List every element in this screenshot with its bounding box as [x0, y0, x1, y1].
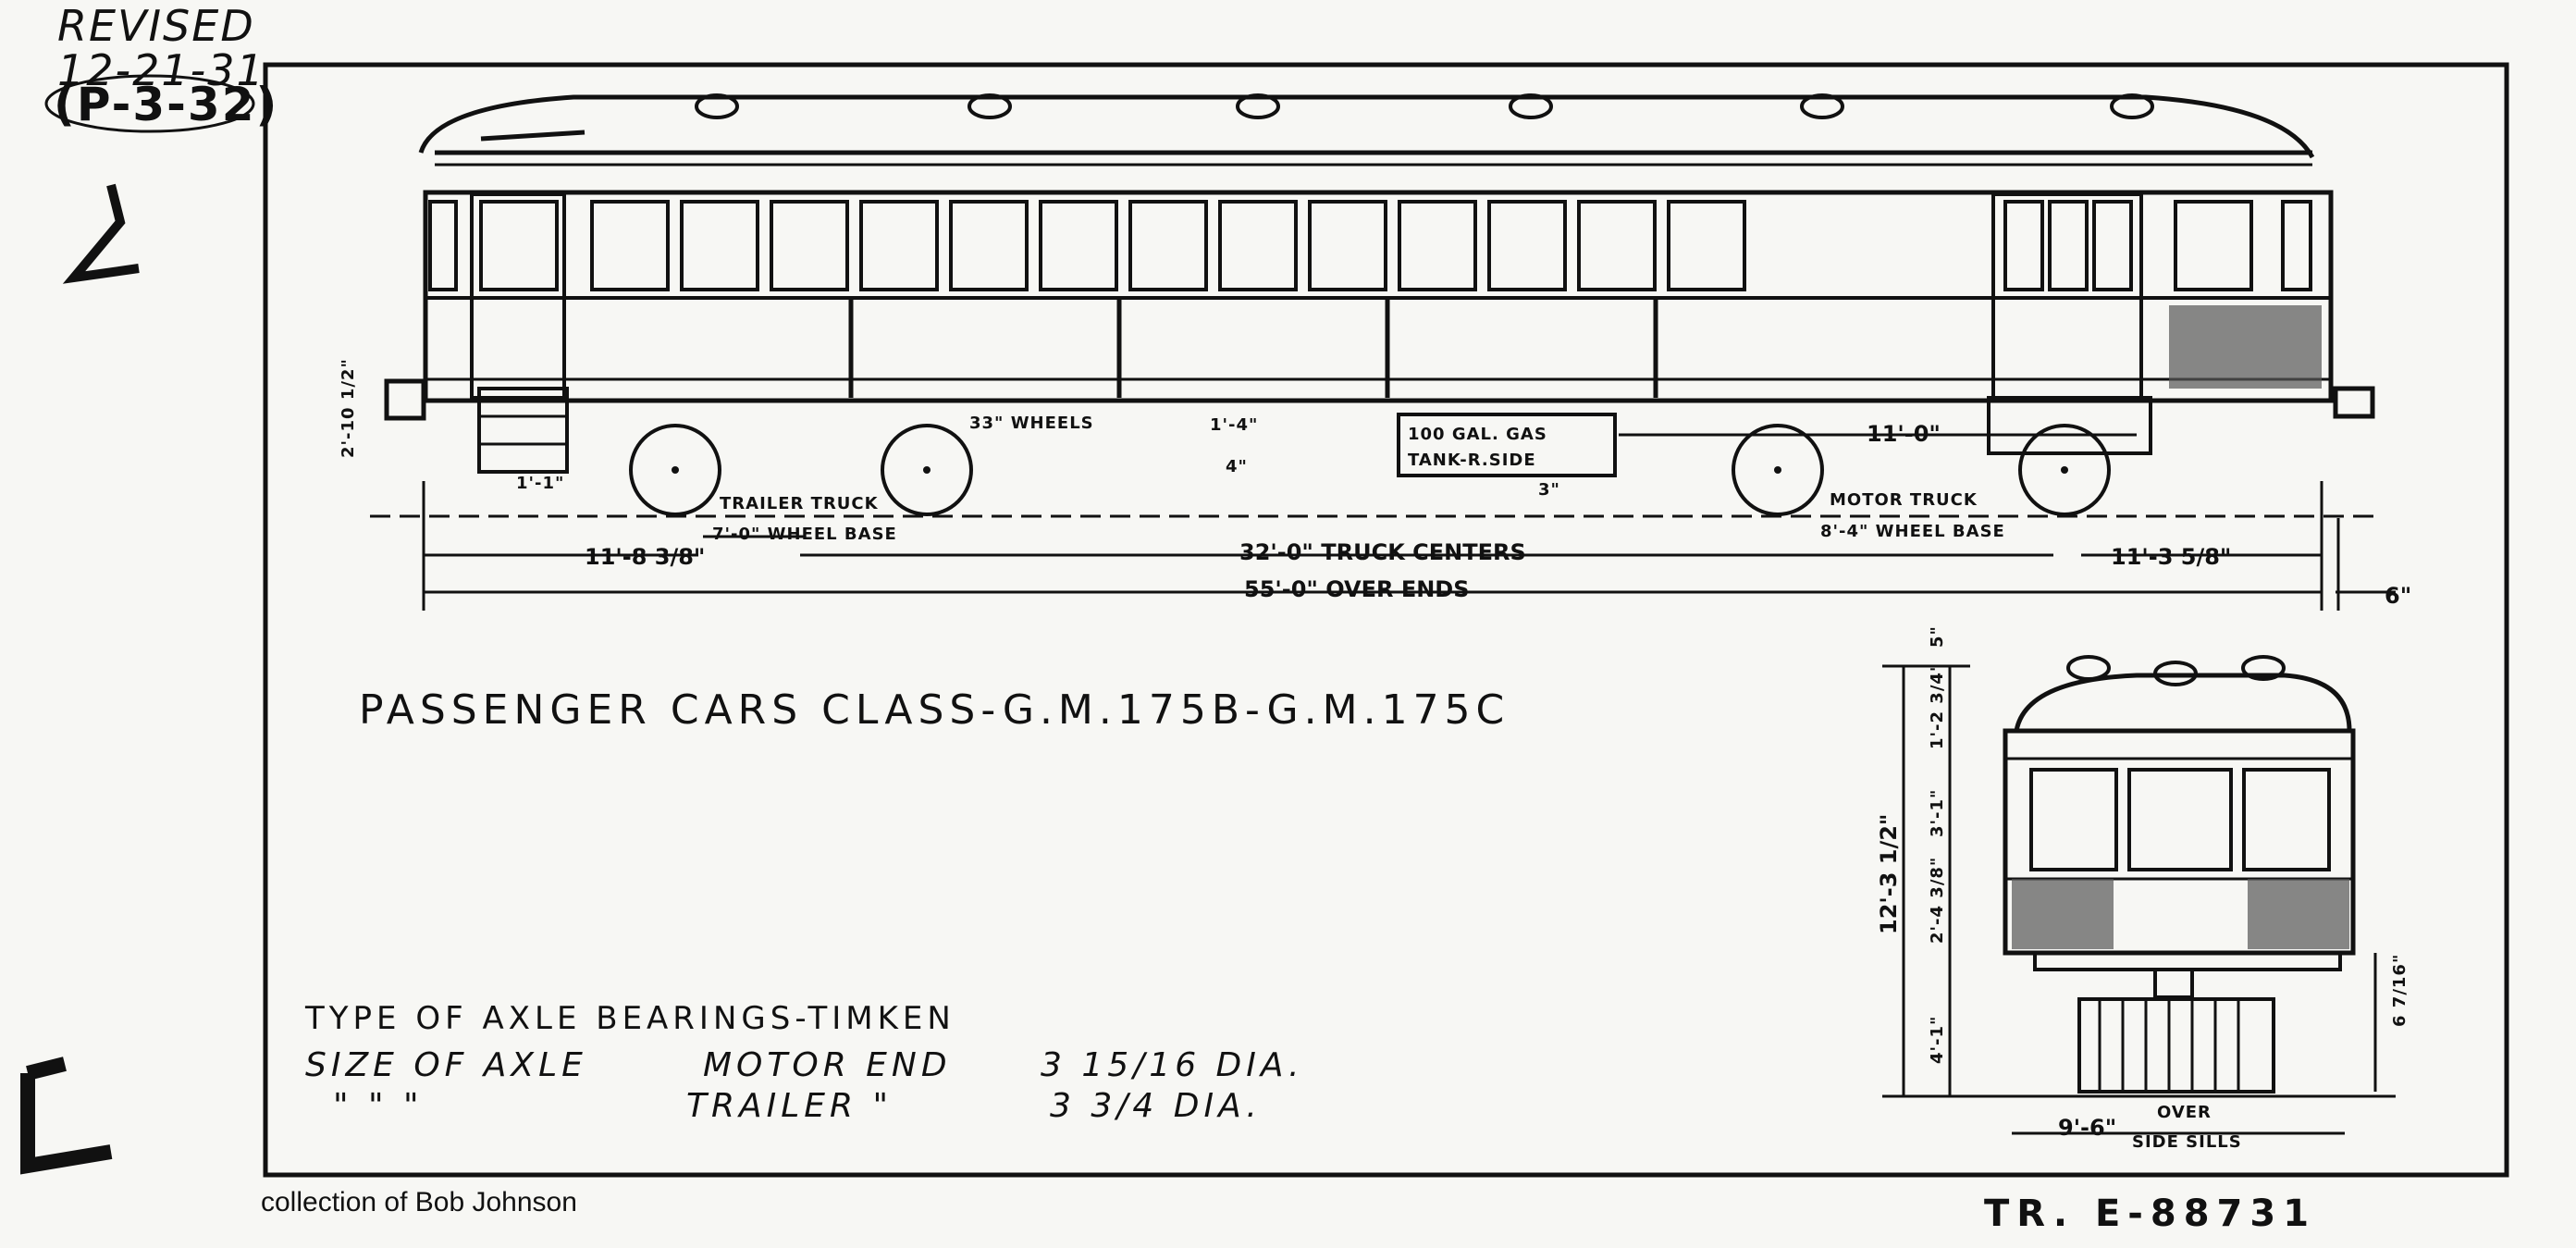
height-dim-1: 1'-4"	[1210, 415, 1258, 435]
end-grille	[2077, 997, 2275, 1094]
gas-tank-label-1: 100 GAL. GAS	[1408, 425, 1547, 444]
revision-line-1: REVISED	[57, 1, 255, 51]
spec-line-2a: SIZE OF AXLE	[305, 1046, 587, 1084]
end-dim-d: 2'-4 3/8"	[1928, 857, 1947, 944]
end-sill-height: 6 7/16"	[2390, 954, 2410, 1027]
right-end-dim: 6"	[2385, 583, 2411, 609]
side-view: 100 GAL. GAS TANK-R.SIDE 33" WHEELS TRAI…	[339, 93, 2411, 611]
spec-line-3c: 3 3/4 DIA.	[1050, 1087, 1262, 1125]
radiator-grille	[2169, 305, 2322, 389]
spec-line-3a: " " "	[333, 1087, 424, 1125]
spec-line-3b: TRAILER "	[686, 1087, 893, 1125]
gas-tank-label-box	[1397, 413, 1617, 477]
spec-line-2b: MOTOR END	[703, 1046, 952, 1084]
left-vertical-dim: 2'-10 1/2"	[339, 358, 358, 458]
side-windows	[428, 200, 2312, 291]
end-dim-c: 3'-1"	[1928, 789, 1947, 837]
credit-text: collection of Bob Johnson	[261, 1187, 577, 1217]
left-door	[470, 192, 566, 400]
end-dim-b: 1'-2 3/4"	[1928, 662, 1947, 749]
end-width-label-1: OVER	[2157, 1103, 2212, 1122]
end-dim-a: 5"	[1928, 625, 1947, 648]
revision-line-3: (P-3-32)	[54, 78, 278, 131]
motor-wheel-base: 8'-4" WHEEL BASE	[1820, 522, 2005, 541]
end-width: 9'-6"	[2058, 1115, 2116, 1141]
end-view: 12'-3 1/2" 5" 1'-2 3/4" 3'-1" 2'-4 3/8" …	[1876, 625, 2410, 1152]
trailer-wheel-base: 7'-0" WHEEL BASE	[712, 525, 897, 544]
boarding-steps	[477, 387, 569, 474]
drawing-title: PASSENGER CARS CLASS-G.M.175B-G.M.175C	[359, 686, 1510, 734]
margin-bracket	[20, 1056, 113, 1175]
right-overhang: 11'-3 5/8"	[2111, 544, 2231, 570]
truck-centers: 32'-0" TRUCK CENTERS	[1239, 539, 1526, 565]
spec-line-2c: 3 15/16 DIA.	[1041, 1046, 1304, 1084]
gas-tank-label-2: TANK-R.SIDE	[1408, 451, 1536, 470]
revision-circle	[44, 74, 255, 133]
trailer-truck-label: TRAILER TRUCK	[720, 494, 879, 513]
spec-line-1: TYPE OF AXLE BEARINGS-TIMKEN	[304, 1000, 955, 1037]
roof-vents	[695, 93, 2154, 119]
height-dim-2: 4"	[1226, 457, 1248, 476]
left-overhang: 11'-8 3/8"	[585, 544, 705, 570]
margin-mark	[62, 183, 140, 284]
end-width-label-2: SIDE SILLS	[2132, 1132, 2242, 1152]
end-roof	[2014, 673, 2352, 732]
car-roof	[418, 94, 2315, 159]
motor-truck-label: MOTOR TRUCK	[1830, 490, 1978, 510]
tank-dim: 3"	[1538, 480, 1560, 500]
wheels	[629, 424, 2111, 516]
wheels-label: 33" WHEELS	[969, 414, 1094, 433]
step-dim: 1'-1"	[516, 474, 564, 493]
drawing-number: TR. E-88731	[1984, 1192, 2316, 1235]
end-overall-height: 12'-3 1/2"	[1876, 814, 1902, 934]
end-dim-e: 4'-1"	[1928, 1016, 1947, 1064]
over-ends: 55'-0" OVER ENDS	[1244, 576, 1470, 602]
drawing-frame	[263, 62, 2509, 1178]
